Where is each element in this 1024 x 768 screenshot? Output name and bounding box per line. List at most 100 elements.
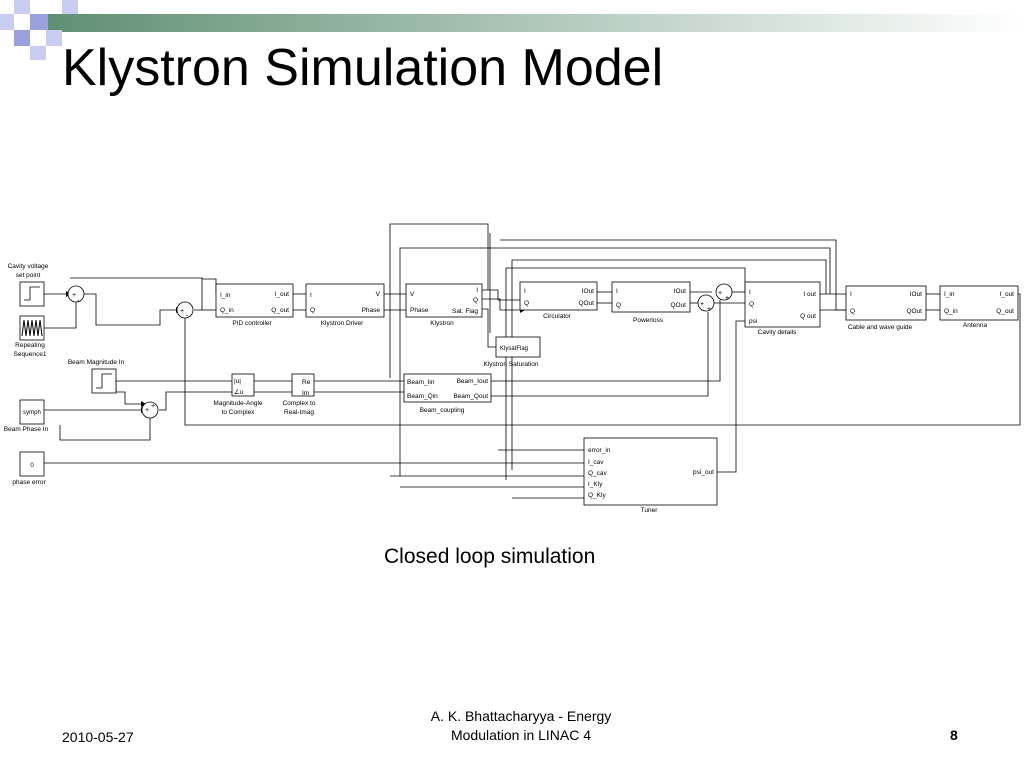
svg-text:I_out: I_out [275,291,290,298]
svg-text:Q_in: Q_in [220,307,234,314]
block-circulator: I Q IOut QOut Circulator [519,281,598,320]
diagram-caption: Closed loop simulation [384,545,596,568]
beam-coupling-label: Beam_coupling [420,407,465,414]
svg-text:+: + [145,407,149,414]
header-decoration [0,0,1024,60]
source-beam-phase: symph Beam Phase In [4,399,49,433]
svg-text:Phase: Phase [362,307,381,314]
sum-block-error: + - [176,301,194,320]
powerloss-label: Powerloss [633,317,664,324]
svg-text:I_in: I_in [944,291,955,298]
svg-text:V: V [410,291,415,298]
block-klystron-driver: I Q V Phase Klystron Driver [305,283,385,327]
svg-text:+: + [72,292,76,299]
corner-square [30,46,46,60]
slide-title: Klystron Simulation Model [62,39,664,97]
block-antenna: I_in Q_in I_out Q_out Antenna [939,285,1019,329]
label-beam-magnitude: Beam Magnitude In [68,359,125,366]
pid-label: PID controller [232,320,272,327]
svg-text:V: V [376,291,381,298]
svg-text:+: + [725,295,729,302]
header-gradient-bar [48,14,1024,32]
driver-label: Klystron Driver [321,320,364,327]
block-tuner: error_in I_cav Q_cav I_Kly Q_Kly psi_out… [583,437,718,514]
cavity-label: Cavity details [758,329,797,336]
svg-text:Q out: Q out [800,313,816,320]
antenna-label: Antenna [963,322,988,329]
block-beam-coupling: Beam_Iin Beam_Qin Beam_Iout Beam_Qout Be… [403,373,492,414]
svg-text:I out: I out [803,291,816,298]
svg-text:I: I [310,292,312,299]
block-cavity-details: I Q psi I out Q out Cavity details [744,281,821,336]
beam-phase-value: symph [23,410,41,416]
svg-text:∠u: ∠u [234,388,244,396]
block-klystron: V Phase I Q Sat. Flag Klystron [405,283,483,327]
corner-square [30,14,48,30]
svg-text:I_out: I_out [1000,291,1015,298]
source-cavity-setpoint: Cavity voltage set point [8,263,49,307]
connection-wires [44,223,1021,499]
footer-line-1: A. K. Bhattacharyya - Energy [430,708,612,724]
svg-text:Phase: Phase [410,307,429,314]
svg-text:Real-Imag: Real-Imag [284,409,314,416]
svg-text:Beam_Iout: Beam_Iout [457,378,489,385]
circulator-label: Circulator [543,313,572,320]
label-repeating-2: Sequence1 [14,351,47,358]
corner-square [62,0,78,14]
svg-text:+: + [707,306,711,313]
svg-text:I: I [749,289,751,296]
svg-text:I: I [476,287,478,294]
sum-block-cavity-i: + + [715,283,733,302]
label-phase-error: phase error [12,479,46,486]
sum-block-beam-phase: + + [141,401,159,419]
svg-text:I_Kly: I_Kly [588,481,603,488]
svg-text:Q_in: Q_in [944,308,958,315]
svg-text:IOut: IOut [674,288,686,295]
svg-text:QOut: QOut [670,302,686,309]
svg-text:Q: Q [473,297,478,304]
svg-text:QOut: QOut [578,300,594,307]
svg-text:-: - [77,298,80,305]
svg-text:Im: Im [302,390,309,397]
svg-text:I: I [616,288,618,295]
label-cavity-setpoint-2: set point [16,272,41,279]
svg-text:Sat. Flag: Sat. Flag [452,308,478,315]
source-phase-error: 0 phase error [12,451,46,486]
tuner-label: Tuner [641,507,659,514]
source-beam-magnitude: Beam Magnitude In [68,359,125,394]
svg-text:+: + [718,290,722,297]
svg-text:psi: psi [749,318,757,325]
label-cavity-setpoint-1: Cavity voltage [8,263,49,270]
svg-text:+: + [180,308,184,315]
source-repeating-sequence: Repeating Sequence1 [14,315,47,358]
block-pid-controller: I_in Q_in I_out Q_out PID controller [215,283,294,327]
svg-text:Q: Q [850,308,855,315]
svg-text:|u|: |u| [234,378,241,385]
klystron-label: Klystron [430,320,454,327]
footer-line-2: Modulation in LINAC 4 [450,727,592,743]
svg-text:Q: Q [616,302,621,309]
svg-text:Q_out: Q_out [271,307,289,314]
block-cable-waveguide: I Q IOut QOut Cable and wave guide [845,285,927,331]
phase-error-value: 0 [30,463,34,469]
sum-block-cavity-q: + + [697,294,715,313]
svg-text:IOut: IOut [582,288,594,295]
svg-text:Q: Q [310,307,315,314]
svg-text:Magnitude-Angle: Magnitude-Angle [213,400,263,407]
svg-text:KlysatFlag: KlysatFlag [500,346,528,352]
page-number: 8 [950,727,958,743]
svg-text:Q_cav: Q_cav [588,470,608,477]
corner-square [14,0,30,14]
svg-text:Beam_Qin: Beam_Qin [407,393,438,400]
svg-text:Q_Kly: Q_Kly [588,492,606,499]
corner-square [0,14,14,30]
svg-text:Beam_Iin: Beam_Iin [407,379,435,386]
svg-text:error_in: error_in [588,447,611,454]
svg-text:Re: Re [302,379,311,386]
svg-text:to Complex: to Complex [222,409,256,416]
svg-text:Q: Q [524,300,529,307]
svg-text:Q_out: Q_out [996,308,1014,315]
svg-text:Q: Q [749,301,754,308]
